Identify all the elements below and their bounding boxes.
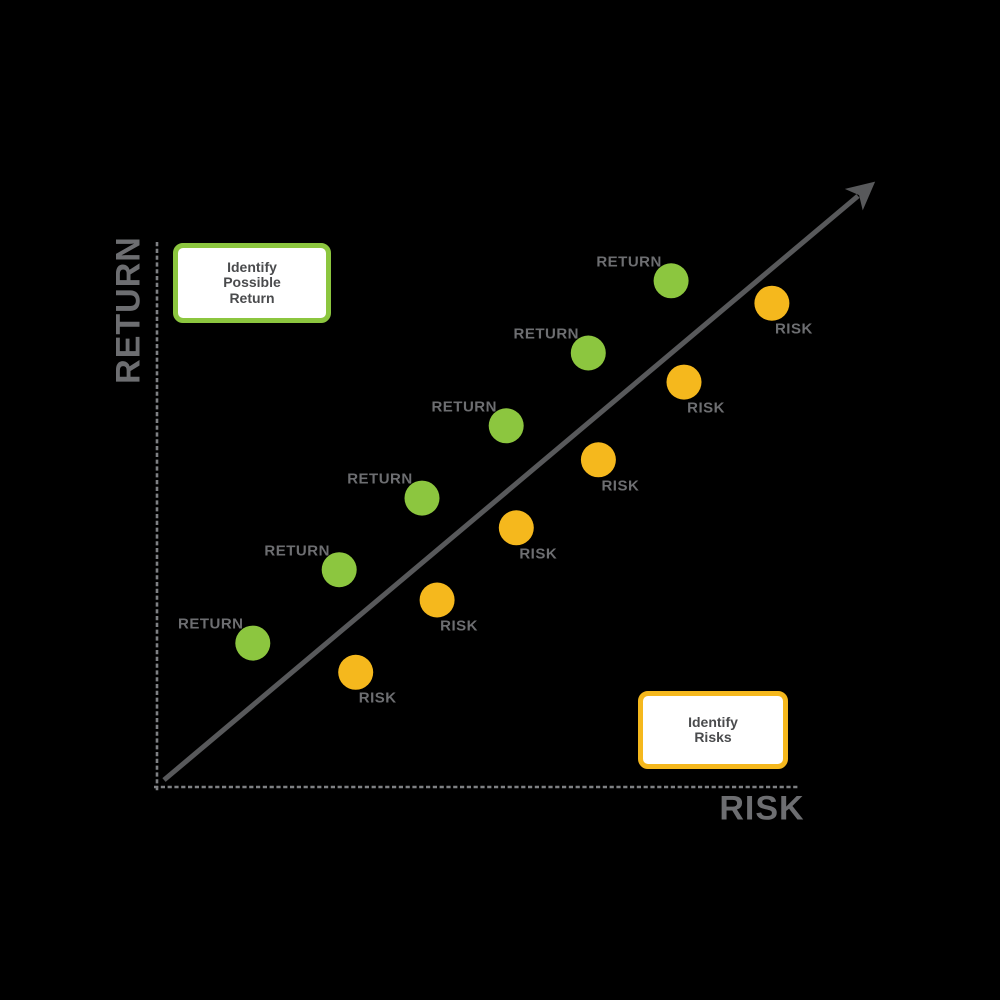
return-point — [653, 263, 689, 299]
identify-risks-line-1: Identify — [688, 713, 738, 730]
return-point-label: RETURN — [513, 325, 580, 343]
points-layer — [235, 263, 790, 690]
return-point-label: RETURN — [431, 398, 497, 416]
risk-point — [666, 364, 702, 400]
identify-risks-box: Identify Risks — [638, 691, 788, 769]
return-point — [404, 480, 440, 516]
risk-point-label: RISK — [687, 399, 725, 417]
trend-arrow — [162, 181, 876, 782]
risk-point-label: RISK — [774, 320, 813, 338]
return-point-label: RETURN — [264, 542, 330, 560]
x-axis-label: RISK — [719, 789, 805, 828]
risk-point — [754, 285, 790, 321]
identify-possible-return-box: Identify Possible Return — [173, 243, 331, 323]
return-point — [235, 625, 271, 661]
y-axis-label: RETURN — [109, 236, 148, 384]
identify-return-line-3: Return — [229, 289, 275, 306]
return-point-label: RETURN — [596, 253, 662, 271]
risk-point — [498, 510, 534, 546]
return-point-label: RETURN — [178, 615, 244, 633]
identify-return-line-1: Identify — [227, 258, 277, 275]
risk-point — [419, 582, 455, 618]
return-point — [488, 408, 524, 444]
risk-point-label: RISK — [358, 689, 397, 707]
return-point-label: RETURN — [347, 470, 413, 488]
risk-point — [580, 442, 616, 478]
risk-point-label: RISK — [601, 477, 640, 495]
risk-point-label: RISK — [519, 545, 558, 563]
return-point — [321, 552, 357, 588]
return-point — [570, 335, 606, 371]
identify-risks-line-2: Risks — [694, 729, 732, 745]
risk-point-label: RISK — [440, 617, 478, 635]
risk-point — [338, 654, 374, 690]
identify-return-line-2: Possible — [223, 274, 281, 291]
